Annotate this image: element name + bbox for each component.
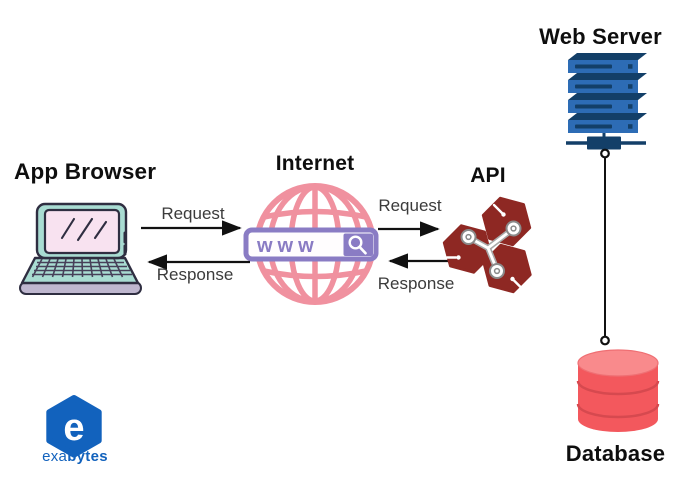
request-label-internet-api: Request [378, 196, 442, 215]
database-cylinder-icon [576, 349, 660, 432]
api-title: API [470, 164, 506, 187]
logo-wordmark-light: exa [42, 448, 68, 465]
globe-www-icon: www [243, 183, 379, 305]
request-label-browser-internet: Request [161, 204, 225, 223]
circuit-node-icons [460, 220, 522, 279]
search-icon [343, 233, 373, 256]
www-text: www [256, 235, 319, 257]
internet-title: Internet [275, 152, 355, 175]
web-server-title: Web Server [539, 24, 662, 49]
server-stack-icon [566, 53, 647, 150]
server-database-connector [600, 148, 610, 346]
laptop-icon [19, 202, 142, 295]
logo-wordmark-bold: bytes [67, 448, 108, 465]
database-title: Database [565, 441, 666, 466]
hexagon-e-logo: e [46, 395, 102, 458]
logo-letter: e [63, 407, 84, 449]
response-label-internet-api: Response [377, 274, 455, 293]
app-browser-title: App Browser [14, 159, 157, 184]
logo-wordmark: exabytes [28, 448, 122, 465]
hexagon-circuit-icon [442, 196, 532, 294]
response-label-browser-internet: Response [156, 265, 234, 284]
